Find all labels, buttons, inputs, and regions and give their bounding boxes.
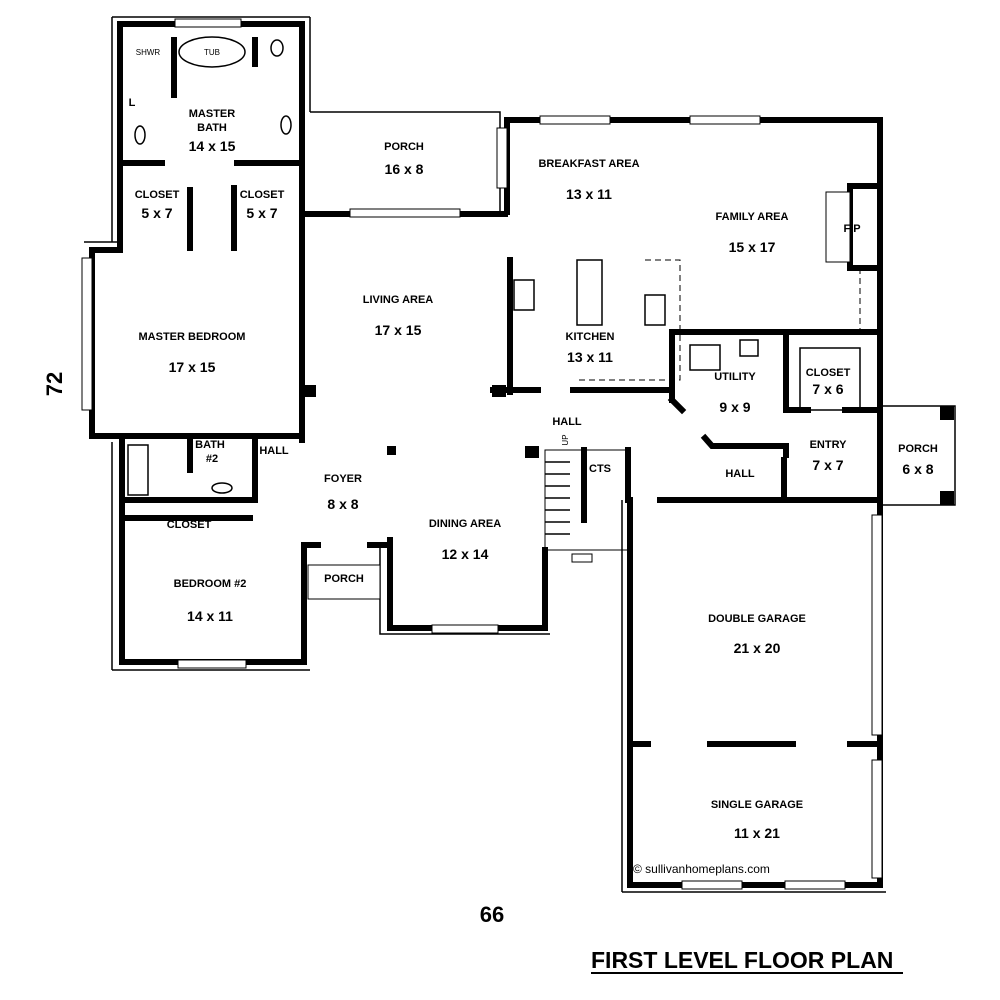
stairs-up-label: UP bbox=[561, 434, 570, 445]
walls bbox=[81, 16, 956, 893]
family-size: 15 x 17 bbox=[729, 239, 776, 255]
sink-icon bbox=[134, 125, 146, 145]
sink-icon bbox=[280, 115, 292, 135]
fireplace-label: F/P bbox=[843, 223, 860, 235]
foyer-label: FOYER bbox=[324, 473, 362, 485]
rear-porch-size: 16 x 8 bbox=[385, 161, 424, 177]
single-garage-size: 11 x 21 bbox=[734, 825, 780, 841]
shower-label: SHWR bbox=[136, 48, 161, 57]
utility-size: 9 x 9 bbox=[719, 399, 750, 415]
plan-title: FIRST LEVEL FLOOR PLAN bbox=[591, 947, 893, 973]
entry-closet-size: 7 x 6 bbox=[812, 381, 843, 397]
dryer-icon bbox=[739, 339, 759, 357]
overall-depth: 72 bbox=[42, 372, 67, 396]
overall-width: 66 bbox=[480, 902, 504, 927]
master-bath-label-2: BATH bbox=[197, 122, 227, 134]
tub-icon bbox=[178, 36, 246, 68]
breakfast-label: BREAKFAST AREA bbox=[538, 158, 639, 170]
master-bath-size: 14 x 15 bbox=[189, 138, 236, 154]
dining-size: 12 x 14 bbox=[442, 546, 489, 562]
closet-left-size: 5 x 7 bbox=[141, 205, 172, 221]
master-bath-label: MASTER bbox=[189, 108, 236, 120]
utility-label: UTILITY bbox=[714, 371, 756, 383]
hall-right-label: HALL bbox=[725, 468, 755, 480]
closet-right-size: 5 x 7 bbox=[246, 205, 277, 221]
living-label: LIVING AREA bbox=[363, 294, 434, 306]
bath2-label: BATH bbox=[195, 439, 225, 451]
entry-label: ENTRY bbox=[810, 439, 848, 451]
kitchen-label: KITCHEN bbox=[566, 331, 615, 343]
double-garage-size: 21 x 20 bbox=[734, 640, 781, 656]
bedroom2-size: 14 x 11 bbox=[187, 608, 233, 624]
bath2-label-2: #2 bbox=[206, 453, 218, 465]
stair-treads bbox=[545, 461, 570, 535]
cts-label: CTS bbox=[589, 463, 611, 475]
hall-left-label: HALL bbox=[259, 445, 289, 457]
linen-label: L bbox=[129, 97, 136, 109]
bedroom2-closet-label: CLOSET bbox=[167, 519, 212, 531]
single-garage-label: SINGLE GARAGE bbox=[711, 799, 803, 811]
foyer-size: 8 x 8 bbox=[327, 496, 358, 512]
cooktop-icon bbox=[513, 279, 535, 311]
fixtures bbox=[127, 36, 861, 496]
master-bedroom-label: MASTER BEDROOM bbox=[139, 331, 246, 343]
bedroom2-label: BEDROOM #2 bbox=[174, 578, 247, 590]
kitchen-sink-icon bbox=[644, 294, 666, 326]
tub-label: TUB bbox=[204, 48, 220, 57]
sink-icon bbox=[211, 482, 233, 494]
copyright: © sullivanhomeplans.com bbox=[633, 862, 770, 876]
dining-label: DINING AREA bbox=[429, 518, 501, 530]
living-size: 17 x 15 bbox=[375, 322, 422, 338]
breakfast-size: 13 x 11 bbox=[566, 186, 612, 202]
washer-icon bbox=[689, 344, 721, 371]
closet-left-label: CLOSET bbox=[135, 189, 180, 201]
side-porch-label: PORCH bbox=[898, 443, 938, 455]
closet-right-label: CLOSET bbox=[240, 189, 285, 201]
entry-size: 7 x 7 bbox=[812, 457, 843, 473]
kitchen-size: 13 x 11 bbox=[567, 349, 613, 365]
kitchen-island bbox=[576, 259, 603, 326]
double-garage-label: DOUBLE GARAGE bbox=[708, 613, 806, 625]
rear-porch-label: PORCH bbox=[384, 141, 424, 153]
bathtub-icon bbox=[127, 444, 149, 496]
family-label: FAMILY AREA bbox=[716, 211, 789, 223]
front-porch-label: PORCH bbox=[324, 573, 364, 585]
toilet-icon bbox=[270, 39, 284, 57]
master-bedroom-size: 17 x 15 bbox=[169, 359, 216, 375]
side-porch-size: 6 x 8 bbox=[902, 461, 933, 477]
entry-closet-label: CLOSET bbox=[806, 367, 851, 379]
hall-kitchen-label: HALL bbox=[552, 416, 582, 428]
